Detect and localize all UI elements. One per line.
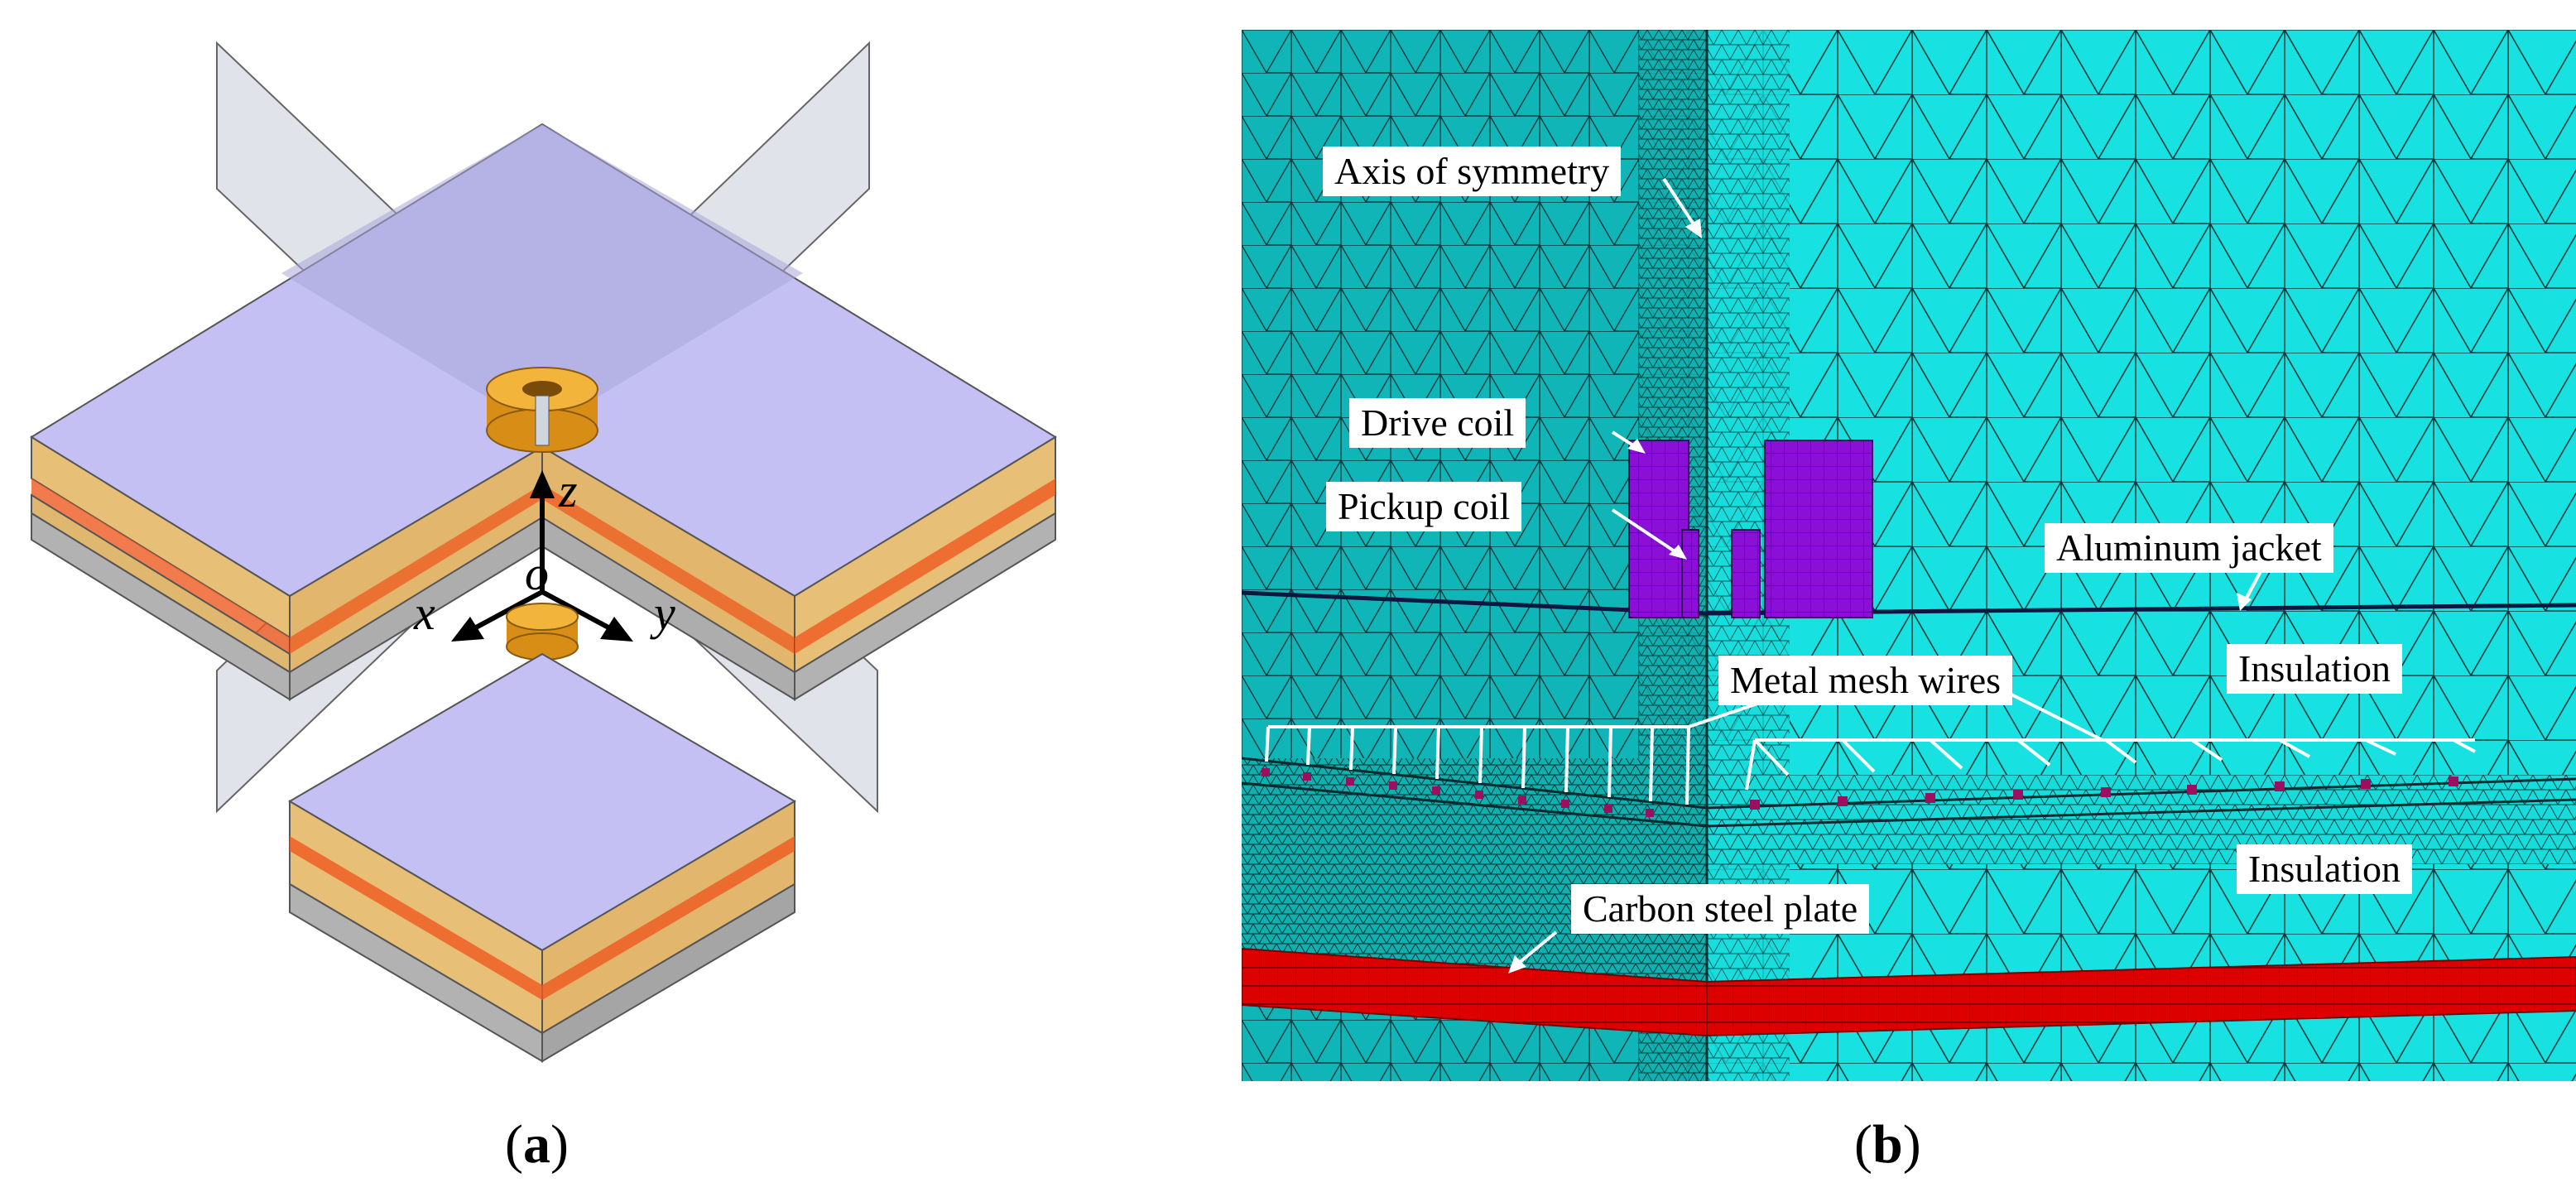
drive-coil-left xyxy=(1628,440,1689,618)
z-axis-label: z xyxy=(558,464,578,517)
caption-b-letter: b xyxy=(1872,1114,1903,1175)
label-axis-of-symmetry: Axis of symmetry xyxy=(1323,147,1622,196)
wire-nodes-left xyxy=(1262,768,1654,817)
mesh-layer-top-line xyxy=(1242,757,2576,810)
upper-plate-left-side-mesh xyxy=(31,478,290,654)
label-insulation-lower: Insulation xyxy=(2237,844,2412,894)
label-insulation-upper: Insulation xyxy=(2227,644,2402,694)
label-metal-mesh-wires: Metal mesh wires xyxy=(1718,656,2013,705)
plane-overlap-shade xyxy=(281,124,803,430)
caption-a: (a) xyxy=(505,1113,569,1176)
mesh-layer-bottom-line xyxy=(1242,781,2576,828)
lower-plate xyxy=(288,652,796,1063)
caption-b-close: ) xyxy=(1902,1114,1921,1175)
drive-coil-right xyxy=(1764,440,1873,618)
y-axis-label: y xyxy=(650,586,675,640)
label-aluminum-jacket: Aluminum jacket xyxy=(2045,523,2333,573)
label-carbon-steel-plate: Carbon steel plate xyxy=(1571,884,1870,934)
aluminum-jacket-line xyxy=(1242,590,2576,616)
caption-b: (b) xyxy=(1854,1113,1921,1176)
upper-plate-right-side-mesh xyxy=(795,478,1055,654)
steel-plate-right xyxy=(1706,955,2576,1037)
panel-b-figure: Axis of symmetry Drive coil Pickup coil … xyxy=(1242,30,2576,1081)
lower-insulation-right-refined xyxy=(1707,775,2576,864)
pickup-coil-left xyxy=(1681,529,1699,618)
x-axis-label: x xyxy=(413,586,435,640)
upper-coil xyxy=(486,367,598,453)
pickup-coil-right xyxy=(1731,529,1761,618)
upper-plate-inner-right-mesh xyxy=(542,484,795,654)
coordinate-axes: z x y o xyxy=(413,464,675,642)
lower-coil xyxy=(506,603,579,661)
panel-a-figure: z x y o xyxy=(0,0,1225,1109)
label-pickup-coil: Pickup coil xyxy=(1326,482,1522,531)
wire-nodes-right xyxy=(1750,776,2458,810)
upper-plate-right-side-steel xyxy=(794,512,1056,701)
origin-label: o xyxy=(525,546,549,600)
caption-b-open: ( xyxy=(1854,1114,1872,1175)
annotation-leaders xyxy=(1265,177,2476,973)
label-drive-coil: Drive coil xyxy=(1349,398,1526,448)
caption-a-open: ( xyxy=(505,1114,523,1175)
isometric-sensor-model: z x y o xyxy=(30,41,1057,1063)
caption-a-letter: a xyxy=(522,1114,550,1175)
caption-a-close: ) xyxy=(550,1114,569,1175)
upper-plate-inner-left-mesh xyxy=(290,484,542,654)
